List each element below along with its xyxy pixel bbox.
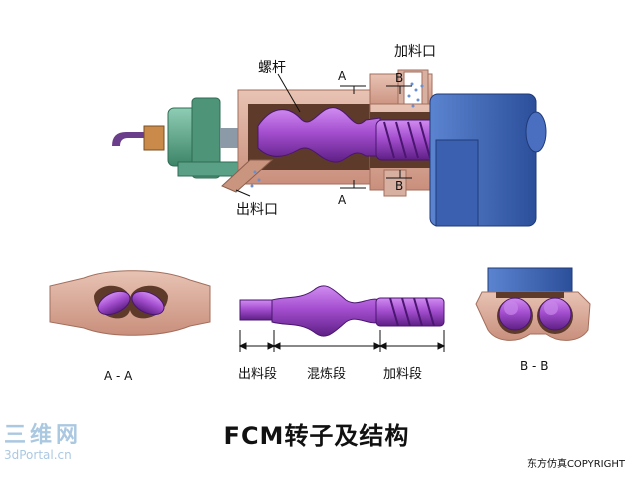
section-bb-rotor-left-hub <box>504 301 518 315</box>
rotor-mixing-segment <box>272 286 380 336</box>
rotor-discharge-segment <box>240 300 274 320</box>
label-discharge-port: 出料口 <box>236 202 278 218</box>
label-section-a-top: A <box>338 69 347 83</box>
label-segment-feed: 加料段 <box>383 367 422 382</box>
gearbox-base <box>178 162 238 176</box>
label-section-b-bottom: B <box>395 179 403 193</box>
copyright-text: 东方仿真COPYRIGHT <box>527 455 625 470</box>
motor-base <box>436 140 478 226</box>
label-section-bb: B - B <box>520 359 548 373</box>
feed-opening <box>404 72 422 108</box>
section-aa-view: A - A <box>50 271 210 383</box>
coupling <box>144 126 164 150</box>
section-bb-rotor-right-hub <box>544 301 558 315</box>
rotor-side-view: 出料段 混炼段 加料段 <box>238 286 444 382</box>
motor-end-cap <box>526 112 546 152</box>
extruder-assembly: 螺杆 加料口 出料口 A A B B <box>112 44 546 226</box>
watermark-logo-text: 三维网 <box>4 424 124 448</box>
segment-dimension-lines <box>240 330 444 352</box>
label-section-a-bottom: A <box>338 193 347 207</box>
label-segment-mixing: 混炼段 <box>307 367 346 382</box>
watermark: 三维网 3dPortal.cn <box>4 424 124 462</box>
label-section-aa: A - A <box>104 369 133 383</box>
label-screw: 螺杆 <box>258 60 286 76</box>
section-bb-view: B - B <box>476 268 590 373</box>
label-segment-discharge: 出料段 <box>238 367 277 382</box>
section-bb-throat <box>496 292 564 298</box>
label-feed-port: 加料口 <box>394 44 436 60</box>
watermark-site: 3dPortal.cn <box>4 448 124 462</box>
label-section-b-top: B <box>395 71 403 85</box>
discharge-leader <box>236 190 250 196</box>
inlet-pipe <box>112 132 148 146</box>
